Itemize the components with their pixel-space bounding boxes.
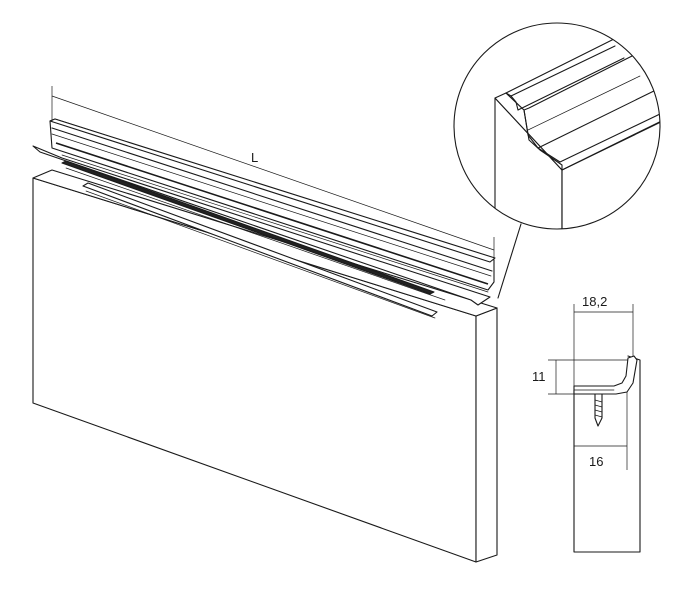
length-dimension: L [51,86,495,260]
profile-lip [32,145,491,306]
section-profile [573,355,638,395]
depth-dimension: 16 [573,392,628,470]
depth-label: 16 [589,454,603,469]
width-dimension: 18,2 [573,294,634,386]
detail-circle [453,22,661,230]
aluminium-profile [32,118,496,306]
height-label: 11 [532,369,546,384]
width-label: 18,2 [582,294,607,309]
detail-leader [497,223,522,299]
cross-section: 18,2 11 16 [532,294,641,553]
screw-icon [594,393,603,427]
height-dimension: 11 [532,359,628,395]
panel-side-face [475,307,498,563]
panel-groove [82,182,438,319]
length-label: L [251,150,258,165]
profile-top-rail [49,118,496,263]
